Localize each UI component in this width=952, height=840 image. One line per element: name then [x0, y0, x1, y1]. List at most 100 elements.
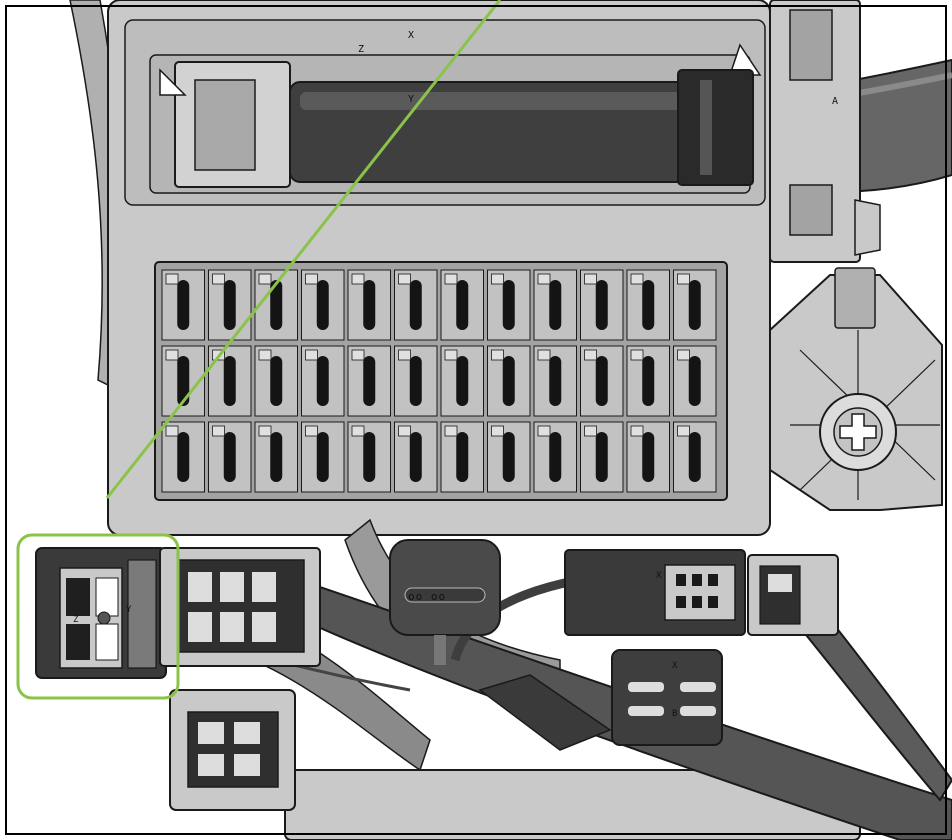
- terminal-pin: [456, 356, 469, 406]
- terminal-pin: [688, 356, 701, 406]
- connector-right-pin: [564, 549, 746, 636]
- cavity-latch-tab: [398, 273, 411, 285]
- terminal-pin: [316, 432, 329, 482]
- cavity-latch-tab: [630, 425, 644, 437]
- cavity-latch-tab: [677, 349, 690, 361]
- terminal-pin: [363, 356, 376, 406]
- cavity-latch-tab: [351, 273, 365, 285]
- diagonal-cable-sleeve: [478, 674, 612, 751]
- terminal-pin: [177, 280, 190, 330]
- terminal-pin: [223, 280, 236, 330]
- terminal-pin: [270, 356, 283, 406]
- cavity-latch-tab: [212, 425, 225, 437]
- cavity-latch-tab: [165, 425, 179, 437]
- cavity-latch-tab: [305, 349, 318, 361]
- cavity-latch-tab: [305, 425, 318, 437]
- terminal-pin: [595, 432, 608, 482]
- bracket-top-clip: [834, 267, 876, 329]
- cavity-latch-tab: [491, 273, 504, 285]
- cavity-latch-tab: [630, 273, 644, 285]
- cavity-latch-tab: [258, 425, 272, 437]
- terminal-pin: [409, 280, 422, 330]
- mark-a: A: [832, 96, 838, 107]
- terminal-pin: [688, 432, 701, 482]
- terminal-pin: [456, 280, 469, 330]
- terminal-cavity-grid: [161, 269, 717, 493]
- connector-lower-right: [611, 649, 723, 746]
- terminal-pin: [502, 432, 515, 482]
- terminal-pin: [688, 280, 701, 330]
- axis-b-bottom: B: [672, 709, 677, 719]
- cavity-latch-tab: [444, 273, 458, 285]
- terminal-pin: [270, 432, 283, 482]
- cavity-latch-tab: [212, 273, 225, 285]
- callout-leader-line: [105, 0, 502, 499]
- terminal-pin: [223, 432, 236, 482]
- axis-x-top: X: [408, 30, 414, 41]
- terminal-pin: [316, 280, 329, 330]
- cavity-latch-tab: [677, 425, 690, 437]
- cavity-latch-tab: [351, 349, 365, 361]
- right-module-side-lug: [854, 199, 881, 256]
- terminal-pin: [223, 356, 236, 406]
- terminal-pin: [316, 356, 329, 406]
- connector-bottom-left: [169, 689, 296, 811]
- cavity-latch-tab: [584, 425, 597, 437]
- right-module-upper-grid: [789, 9, 833, 81]
- cavity-latch-tab: [537, 273, 551, 285]
- axis-z-top: Z: [358, 44, 364, 55]
- latch-inner: [194, 79, 256, 171]
- cavity-latch-tab: [630, 349, 644, 361]
- axis-x-lower: X: [656, 571, 662, 581]
- axis-y-top: Y: [408, 94, 414, 105]
- terminal-pin: [502, 356, 515, 406]
- cavity-latch-tab: [398, 425, 411, 437]
- cavity-latch-tab: [165, 273, 179, 285]
- cavity-latch-tab: [491, 425, 504, 437]
- left-latch-triangle: [159, 68, 187, 96]
- cavity-latch-tab: [444, 349, 458, 361]
- terminal-pin: [363, 280, 376, 330]
- cavity-latch-tab: [165, 349, 179, 361]
- callout-connector: [35, 547, 167, 679]
- terminal-pin: [177, 356, 190, 406]
- cavity-latch-tab: [491, 349, 504, 361]
- cavity-latch-tab: [444, 425, 458, 437]
- cavity-latch-tab: [305, 273, 318, 285]
- cavity-latch-tab: [677, 273, 690, 285]
- terminal-pin: [549, 432, 562, 482]
- right-clip-band: [700, 80, 712, 175]
- terminal-pin: [456, 432, 469, 482]
- terminal-pin: [363, 432, 376, 482]
- terminal-pin: [642, 432, 655, 482]
- terminal-pin: [270, 280, 283, 330]
- cavity-latch-tab: [398, 349, 411, 361]
- screw-cross-icon: [839, 413, 877, 451]
- connector-center-oval: [389, 539, 501, 665]
- terminal-pin: [177, 432, 190, 482]
- axis-x-bottom: X: [672, 661, 678, 671]
- terminal-pin: [549, 280, 562, 330]
- terminal-pin: [549, 356, 562, 406]
- cavity-latch-tab: [537, 425, 551, 437]
- cavity-latch-tab: [584, 273, 597, 285]
- terminal-pin: [642, 280, 655, 330]
- terminal-pin: [642, 356, 655, 406]
- terminal-pin: [502, 280, 515, 330]
- cavity-latch-tab: [584, 349, 597, 361]
- axis-y-callout: Y: [126, 605, 132, 615]
- connector-far-right: [747, 554, 839, 636]
- right-module-lower-grid: [789, 184, 833, 236]
- axis-z-callout: Z: [73, 615, 79, 625]
- upper-cable-highlight: [300, 92, 710, 110]
- cavity-latch-tab: [537, 349, 551, 361]
- cavity-latch-tab: [258, 349, 272, 361]
- terminal-pin: [595, 280, 608, 330]
- terminal-pin: [595, 356, 608, 406]
- terminal-pin: [409, 356, 422, 406]
- cavity-latch-tab: [351, 425, 365, 437]
- center-connector-pin-label: oo oo: [408, 590, 446, 603]
- cavity-latch-tab: [258, 273, 272, 285]
